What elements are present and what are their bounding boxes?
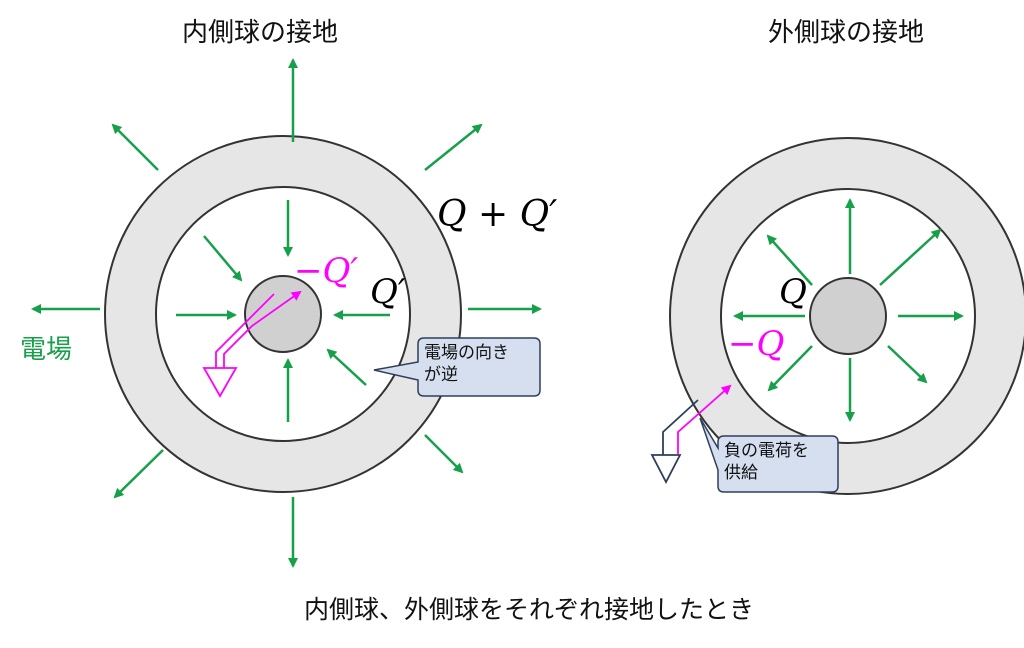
right-field-arrows: [733, 198, 964, 422]
left-ground-wire: [202, 290, 302, 398]
left-inner-field-arrows: [176, 200, 390, 422]
field-arrow: [203, 235, 243, 282]
negative-supply-callout-text: 負の電荷を 供給: [724, 440, 809, 484]
right-sphere-system: [669, 137, 1024, 495]
left-induced-charge-label: −Q′: [294, 251, 358, 291]
callout-line: 電場の向き: [424, 343, 509, 363]
field-arrow: [424, 123, 483, 171]
right-diagram-title: 外側球の接地: [768, 18, 925, 48]
callout-line: が逆: [424, 365, 458, 385]
right-callout: [699, 417, 839, 493]
callout-line: 負の電荷を: [724, 441, 809, 461]
figure-caption: 内側球、外側球をそれぞれ接地したとき: [304, 595, 755, 624]
field-arrow: [767, 345, 813, 392]
callout-line: 供給: [724, 463, 758, 483]
field-arrow: [766, 234, 813, 286]
left-sphere-system: [104, 135, 462, 493]
field-arrow: [113, 449, 164, 499]
field-label: 電場: [20, 335, 72, 365]
ground-symbol: [202, 367, 238, 398]
field-arrow: [326, 348, 367, 386]
right-inner-sphere: [809, 277, 887, 355]
right-ground-wire: [650, 384, 732, 484]
ground-symbol: [650, 454, 682, 484]
left-diagram-title: 内側球の接地: [182, 18, 339, 48]
left-outer-charge-label: Q + Q′: [437, 194, 557, 235]
field-arrow: [424, 434, 464, 474]
field-reversed-callout-text: 電場の向き が逆: [424, 342, 509, 386]
field-arrow: [879, 228, 942, 286]
field-arrow: [887, 345, 928, 384]
right-induced-charge-label: −Q: [728, 324, 784, 364]
field-arrow: [111, 123, 159, 171]
left-inner-sphere: [244, 275, 322, 353]
right-inner-charge-label: Q: [779, 272, 807, 312]
left-inner-shell-charge-label: Q′: [370, 272, 406, 312]
left-outer-field-arrows: [31, 58, 542, 568]
left-callout: [373, 337, 541, 397]
